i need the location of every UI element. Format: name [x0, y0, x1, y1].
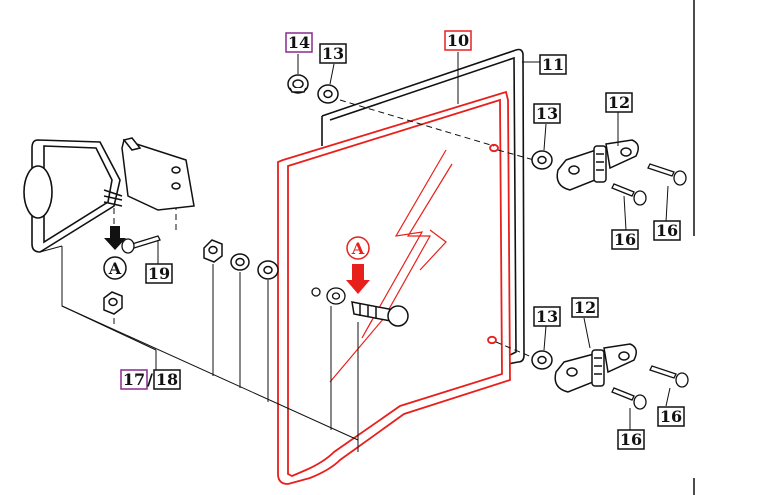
callout-17: 17 [123, 370, 145, 389]
latch-plate [103, 137, 195, 211]
screw-bottom-right [649, 365, 689, 388]
hinge-bottom [554, 343, 637, 393]
screw-top-left [611, 183, 647, 206]
cap-nut [287, 74, 309, 94]
arrow-down-right [346, 264, 370, 294]
marker-a-right [346, 236, 370, 260]
callout-14: 14 [288, 33, 310, 52]
arrow-down-left [104, 226, 126, 250]
small-washer [311, 287, 346, 305]
screw-19 [121, 235, 161, 254]
callout-18: 18 [156, 370, 178, 389]
callout-16-b: 16 [656, 221, 678, 240]
hex-nut-left [103, 291, 123, 315]
screw-top-right [647, 163, 687, 186]
callout-13-top: 13 [322, 44, 344, 63]
latch-handle [23, 139, 121, 253]
callout-boxes [120, 30, 685, 450]
callout-16-c: 16 [620, 430, 642, 449]
marker-a-left [103, 256, 127, 280]
spring-washer [230, 253, 250, 271]
hex-nut [203, 239, 223, 263]
callout-19: 19 [148, 264, 170, 283]
hinge-top [556, 139, 639, 191]
callout-16-d: 16 [660, 407, 682, 426]
gasket-frame [321, 48, 525, 365]
leader-lines [39, 52, 671, 452]
flat-washer [257, 260, 279, 280]
screw-bottom-left [611, 387, 647, 410]
callout-10: 10 [447, 31, 469, 50]
marker-a-right-label: A [351, 239, 365, 258]
washer-top [317, 84, 339, 104]
marker-a-left-label: A [108, 259, 122, 278]
door-panel [277, 90, 511, 485]
callout-16-a: 16 [614, 230, 636, 249]
callout-13-hinge-top: 13 [536, 104, 558, 123]
callout-slash: / [147, 370, 153, 389]
callout-12-top: 12 [608, 93, 630, 112]
latch-bolt [351, 301, 409, 327]
callout-13-hinge-bottom: 13 [536, 307, 558, 326]
washer-hinge-top [531, 150, 553, 170]
callout-12-bottom: 12 [574, 298, 596, 317]
callout-11: 11 [542, 55, 564, 74]
washer-hinge-bottom [531, 350, 553, 370]
